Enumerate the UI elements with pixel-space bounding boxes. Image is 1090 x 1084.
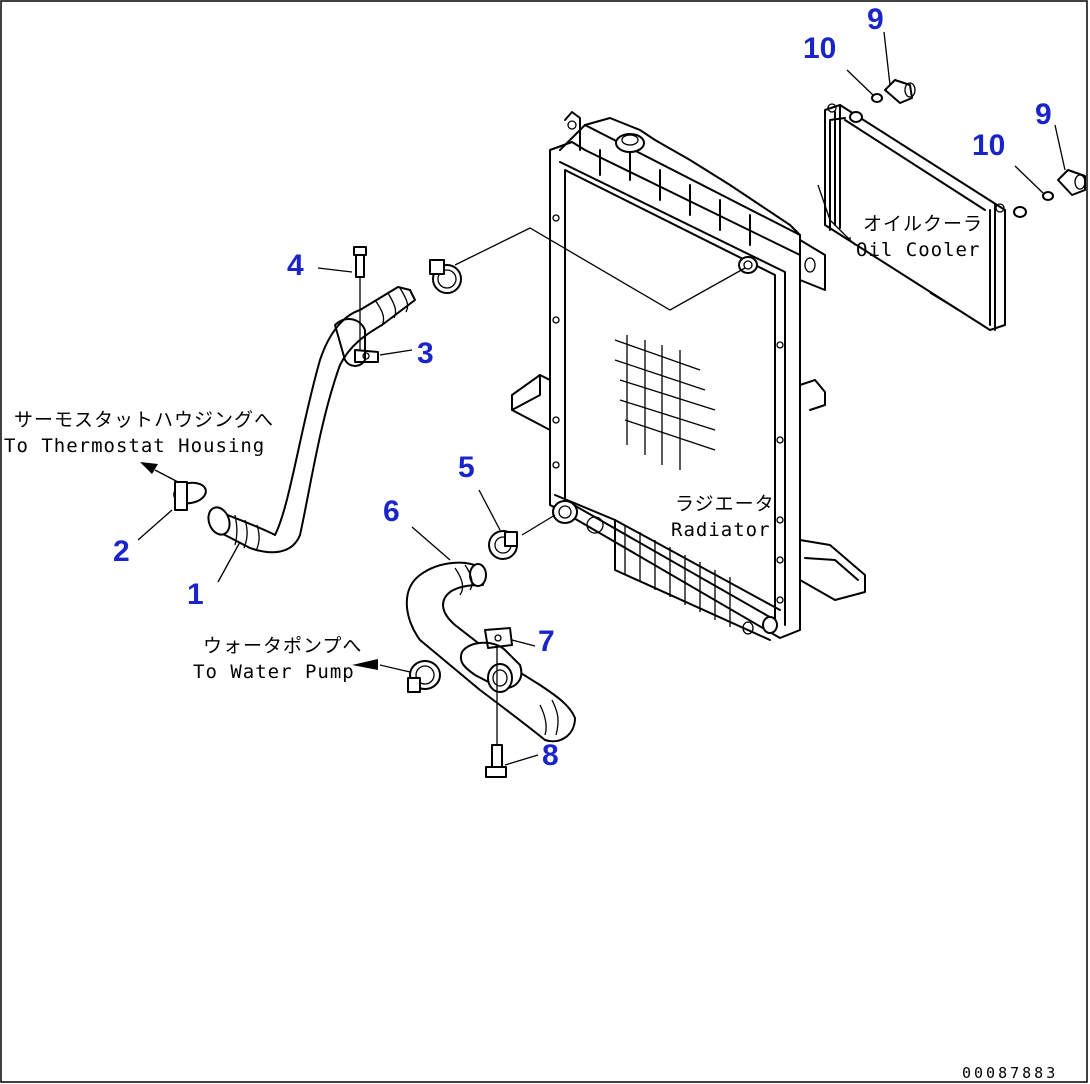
callout-4: 4	[287, 249, 304, 282]
callout-9-right: 9	[1035, 98, 1052, 131]
flow-arrows	[140, 462, 411, 673]
document-id: 00087883	[962, 1064, 1058, 1082]
upper-hose	[207, 286, 416, 554]
label-thermostat-en: To Thermostat Housing	[4, 435, 265, 457]
lower-hose	[405, 561, 576, 743]
callout-10-right: 10	[972, 129, 1005, 162]
callout-6: 6	[383, 495, 400, 528]
callout-8: 8	[542, 739, 559, 772]
clamp-5	[488, 530, 518, 560]
label-oil-cooler-jp: オイルクーラ	[863, 213, 983, 235]
label-water-pump-jp: ウォータポンプへ	[203, 635, 362, 657]
oil-cooler	[824, 79, 1086, 331]
label-radiator-en: Radiator	[671, 519, 771, 541]
leader-lines	[137, 31, 1066, 766]
label-radiator-jp: ラジエータ	[675, 493, 775, 515]
callout-3: 3	[417, 337, 434, 370]
radiator	[511, 111, 866, 641]
callout-7: 7	[538, 625, 555, 658]
label-thermostat-jp: サーモスタットハウジングへ	[14, 409, 274, 431]
label-water-pump-en: To Water Pump	[193, 661, 355, 683]
bolt-4	[353, 246, 367, 350]
label-oil-cooler-en: Oil Cooler	[856, 239, 980, 261]
clamp-2	[173, 481, 207, 511]
clamp-lower	[407, 660, 441, 693]
clamp-upper	[429, 259, 462, 294]
callout-5: 5	[458, 451, 475, 484]
callout-2: 2	[113, 535, 130, 568]
callout-9-top: 9	[867, 3, 884, 36]
bolt-8	[485, 645, 507, 778]
callout-10-top: 10	[803, 32, 836, 65]
callout-1: 1	[187, 578, 204, 611]
